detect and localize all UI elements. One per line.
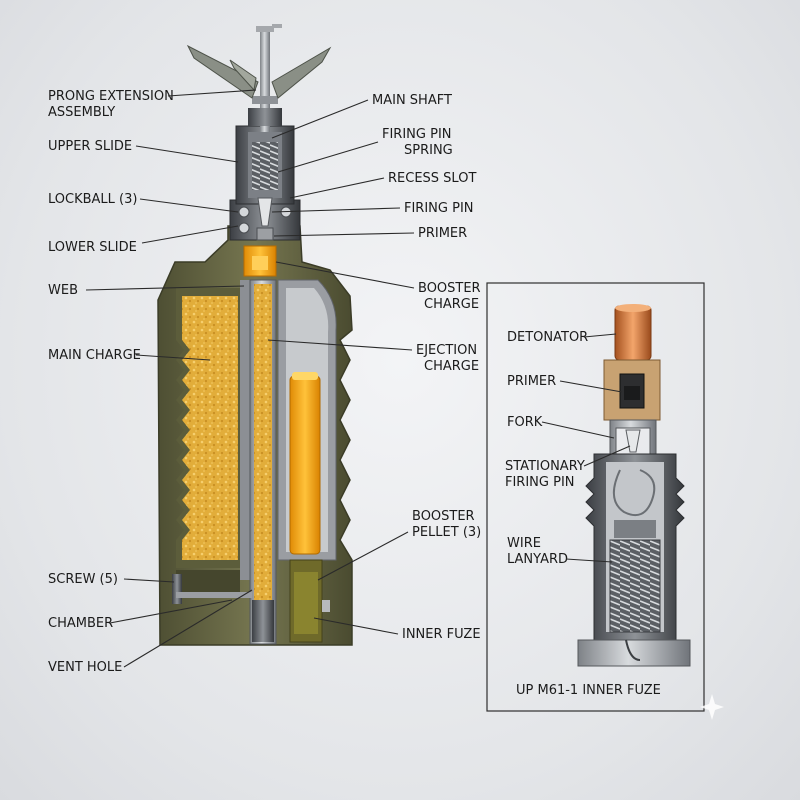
label-prong-1: PRONG EXTENSION — [48, 89, 174, 104]
leader-ejection-charge — [267, 339, 413, 351]
leader-primer — [273, 232, 415, 237]
inset-spring-cap — [614, 520, 656, 538]
inset-primer-core — [624, 386, 640, 400]
inset-coil-spring — [609, 539, 661, 633]
inset-leader-fork — [541, 421, 615, 439]
label-chamber: CHAMBER — [48, 616, 113, 631]
inset-label-stationary-2: FIRING PIN — [505, 475, 575, 490]
shaft-tab — [272, 24, 282, 28]
leader-recess-slot — [289, 177, 385, 199]
shaft-base — [248, 108, 282, 126]
inset-label-detonator: DETONATOR — [507, 330, 588, 345]
inset-frame — [486, 282, 705, 712]
prong-assembly — [186, 24, 332, 132]
leader-web — [85, 285, 245, 291]
leader-prong — [167, 89, 257, 97]
label-firing-pin-spring-1: FIRING PIN — [382, 127, 452, 142]
leader-booster-pellet — [317, 531, 409, 581]
firing-pin — [257, 197, 273, 227]
label-booster-charge-1: BOOSTER — [418, 281, 481, 296]
left-callouts: PRONG EXTENSION ASSEMBLY UPPER SLIDE LOC… — [48, 89, 257, 675]
leader-main-charge — [135, 354, 211, 361]
inset-leader-wire — [565, 558, 613, 563]
inset-title: UP M61-1 INNER FUZE — [516, 683, 661, 698]
shaft-collar — [252, 96, 278, 104]
label-ejection-charge-1: EJECTION — [416, 343, 477, 358]
label-firing-pin-spring-2: SPRING — [404, 143, 453, 158]
booster-pellet-top — [292, 372, 318, 380]
grenade-body — [157, 225, 353, 646]
inner-fuze-core — [294, 572, 318, 634]
prong-center-left — [229, 59, 257, 92]
ejection-charge-fill — [254, 284, 272, 602]
ejection-tube-bottom — [252, 600, 274, 642]
inset-label-wire-2: LANYARD — [507, 552, 568, 567]
inset-base-loop — [625, 639, 641, 661]
lockball-left — [238, 206, 250, 218]
inset-leader-detonator — [583, 333, 617, 338]
label-vent-hole: VENT HOLE — [48, 660, 122, 675]
chamber-plate — [176, 592, 252, 598]
sparkle-icon — [700, 694, 724, 720]
leader-booster-charge — [275, 261, 415, 289]
web-wall — [240, 280, 250, 580]
leader-lower-slide — [141, 225, 239, 244]
label-lower-slide: LOWER SLIDE — [48, 240, 137, 255]
label-booster-charge-2: CHARGE — [424, 297, 479, 312]
right-callouts: MAIN SHAFT FIRING PIN SPRING RECESS SLOT… — [267, 93, 481, 642]
label-main-shaft: MAIN SHAFT — [372, 93, 452, 108]
booster-pellet — [289, 375, 321, 555]
prong-right — [271, 46, 332, 99]
leader-vent-hole — [123, 589, 253, 668]
label-screw: SCREW (5) — [48, 572, 118, 587]
leader-upper-slide — [135, 145, 239, 163]
inset-label-stationary-1: STATIONARY — [505, 459, 585, 474]
inset-panel: DETONATOR PRIMER FORK STATIONARY FIRING … — [486, 282, 705, 712]
inset-label-primer: PRIMER — [507, 374, 556, 389]
leader-screw — [123, 578, 175, 583]
inset-detonator-top — [615, 304, 651, 312]
label-upper-slide: UPPER SLIDE — [48, 139, 132, 154]
firing-pin-spring — [252, 142, 278, 190]
label-main-charge: MAIN CHARGE — [48, 348, 141, 363]
label-primer: PRIMER — [418, 226, 467, 241]
label-firing-pin: FIRING PIN — [404, 201, 474, 216]
inner-fuze-pin — [322, 600, 330, 612]
label-web: WEB — [48, 283, 78, 298]
booster-charge-core — [252, 256, 268, 270]
primer-cup — [256, 227, 274, 241]
shaft-cap — [256, 26, 274, 32]
leader-firing-pin — [271, 207, 401, 213]
inset-leader-primer — [559, 380, 623, 393]
main-shaft — [260, 28, 270, 132]
inset-stationary-pin — [625, 429, 641, 453]
label-lockball: LOCKBALL (3) — [48, 192, 137, 207]
chamber-cavity — [176, 570, 240, 592]
label-booster-pellet-1: BOOSTER — [412, 509, 475, 524]
label-ejection-charge-2: CHARGE — [424, 359, 479, 374]
label-recess-slot: RECESS SLOT — [388, 171, 476, 186]
leader-firing-pin-spring — [277, 141, 379, 173]
leader-inner-fuze — [313, 617, 399, 635]
inset-label-fork: FORK — [507, 415, 543, 430]
leader-lockball — [139, 198, 239, 213]
screw — [172, 574, 182, 604]
main-charge-fill — [182, 296, 238, 560]
label-booster-pellet-2: PELLET (3) — [412, 525, 481, 540]
prong-left — [186, 44, 259, 99]
inset-base — [577, 639, 691, 667]
lockball-lower — [238, 222, 250, 234]
leader-chamber — [109, 599, 233, 624]
inset-label-wire-1: WIRE — [507, 536, 541, 551]
booster-charge — [243, 245, 277, 277]
fuze-head — [229, 125, 301, 241]
leader-main-shaft — [271, 99, 369, 139]
inset-detonator — [614, 305, 652, 361]
inset-leader-stationary — [583, 445, 631, 467]
label-prong-2: ASSEMBLY — [48, 105, 115, 120]
inset-wire-lanyard — [613, 469, 656, 516]
label-inner-fuze: INNER FUZE — [402, 627, 481, 642]
